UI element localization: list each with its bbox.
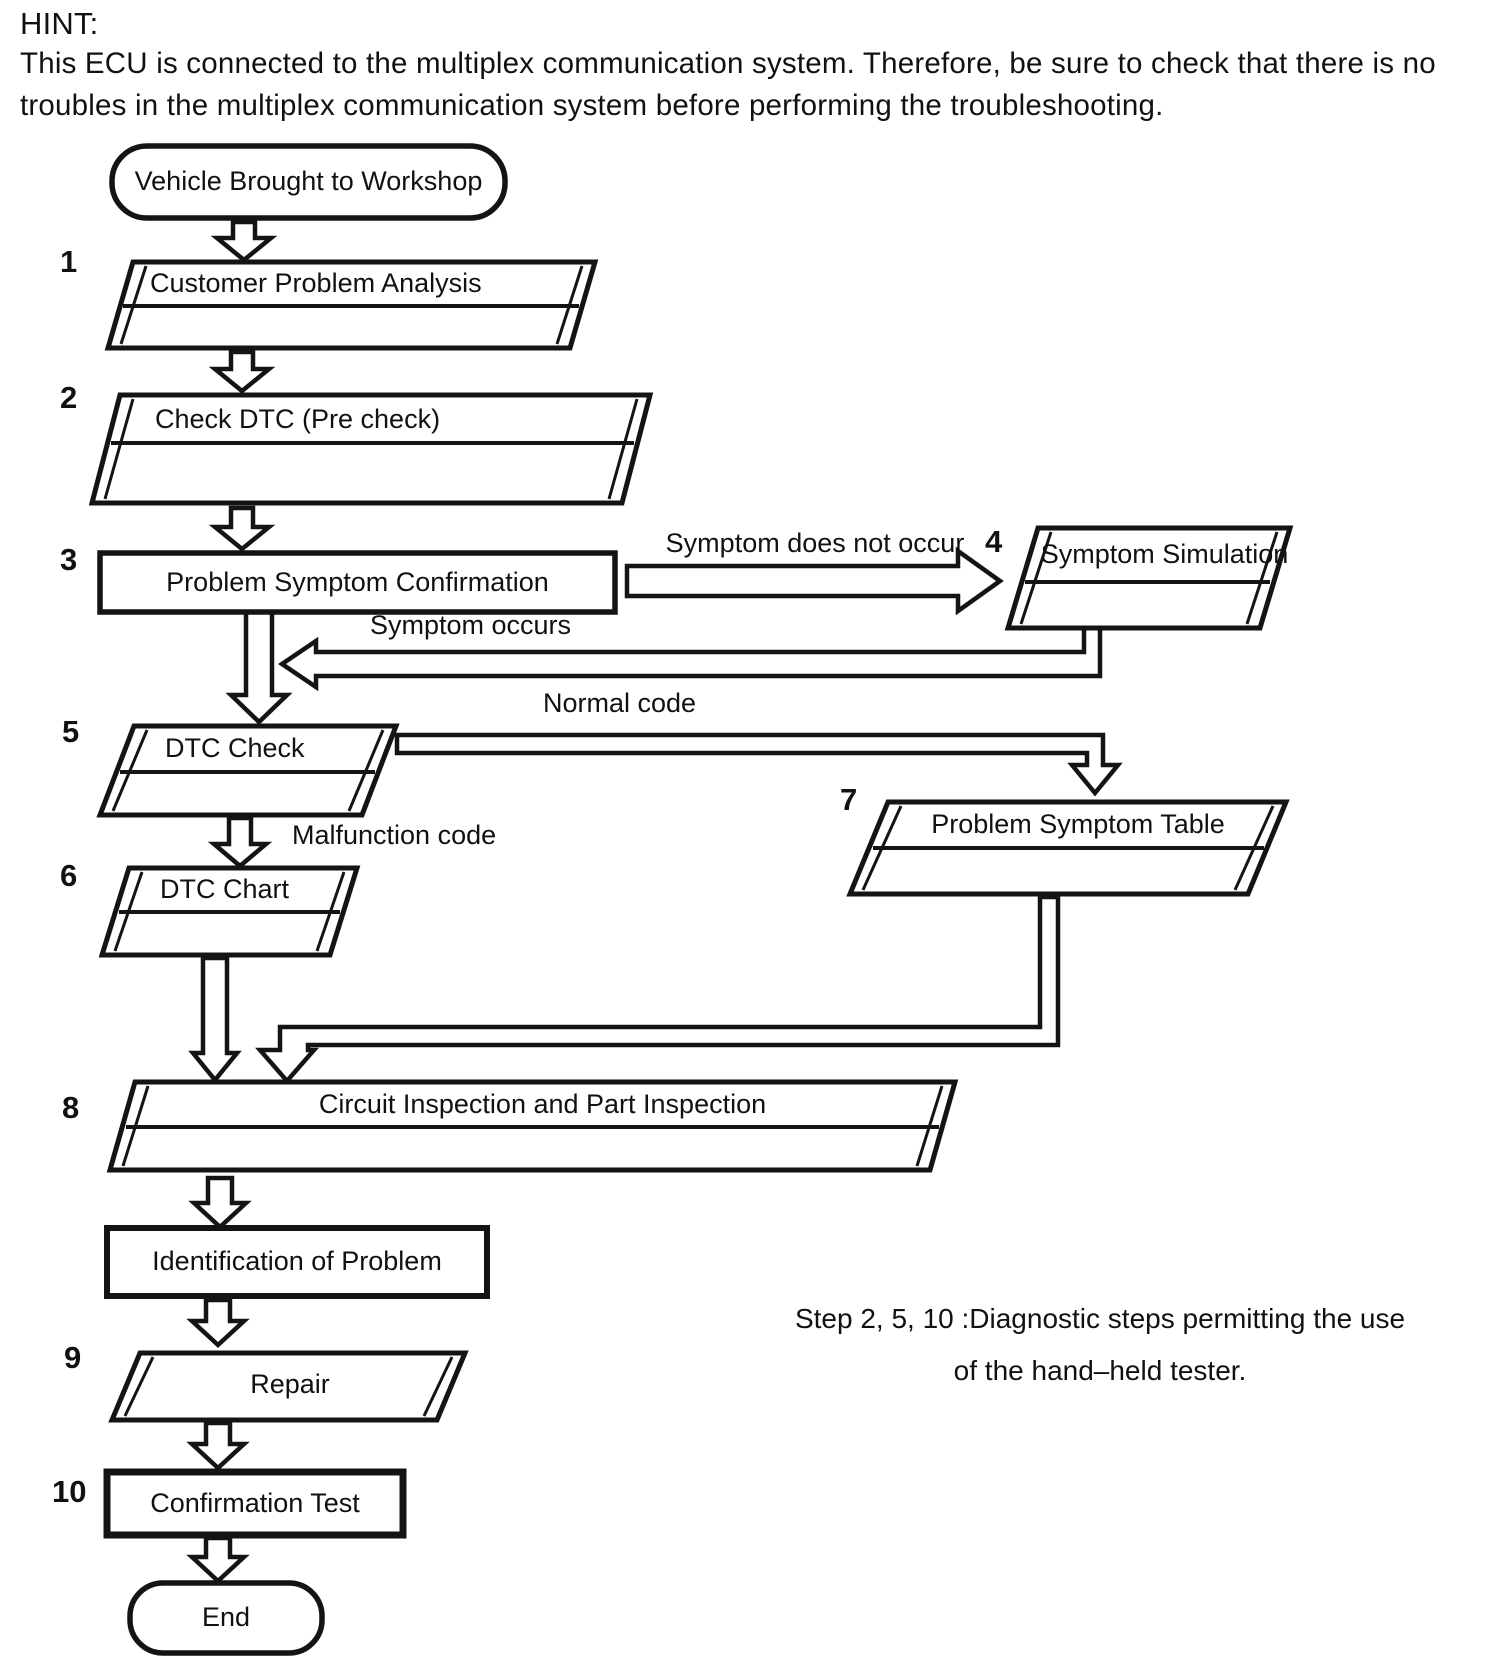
end-terminator-shape <box>127 1580 325 1656</box>
flow-arrow-step5-to-step6-malfunction <box>207 815 273 869</box>
step10-number: 10 <box>52 1474 87 1509</box>
flow-arrow-step9-to-step10 <box>186 1420 250 1472</box>
start-terminator-shape <box>109 143 508 221</box>
step6-label: DTC Chart <box>160 874 290 905</box>
edge-label-symptom-does-not-occur: Symptom does not occur <box>665 528 965 559</box>
edge-label-normal-code: Normal code <box>543 688 697 719</box>
hint-text-line2: troubles in the multiplex communication … <box>20 89 1164 122</box>
flow-arrow-step1-to-step2 <box>208 349 276 394</box>
step3-number: 3 <box>60 542 78 577</box>
step8-parallelogram <box>106 1079 959 1173</box>
flow-arrow-step2-to-step3 <box>208 505 276 552</box>
hint-label: HINT: <box>20 6 99 41</box>
step3-rectangle <box>97 550 618 615</box>
hint-text-line1: This ECU is connected to the multiplex c… <box>20 47 1436 80</box>
step3-label: Problem Symptom Confirmation <box>166 566 549 597</box>
footnote-line1: Step 2, 5, 10 :Diagnostic steps permitti… <box>794 1303 1406 1334</box>
flow-arrow-step6-to-step8 <box>188 955 242 1084</box>
flow-arrow-step10-to-end <box>186 1535 250 1585</box>
step8-label: Circuit Inspection and Part Inspection <box>318 1088 767 1119</box>
step7-label: Problem Symptom Table <box>931 809 1225 840</box>
flow-arrow-step4-return-symptom-occurs <box>277 625 1103 692</box>
flow-arrow-step8-to-identification <box>188 1175 252 1231</box>
identification-label: Identification of Problem <box>152 1246 442 1277</box>
footnote-line2: of the hand–held tester. <box>953 1355 1247 1386</box>
flow-arrow-step5-normal-code-to-step7 <box>394 732 1123 797</box>
flow-arrow-identification-to-step9 <box>186 1297 250 1349</box>
step1-label: Customer Problem Analysis <box>150 268 482 299</box>
step4-parallelogram <box>1004 525 1294 631</box>
step10-label: Confirmation Test <box>150 1487 360 1518</box>
step6-parallelogram <box>98 865 361 958</box>
step4-label: Symptom Simulation <box>1040 539 1289 570</box>
step5-parallelogram <box>96 723 400 818</box>
step9-number: 9 <box>64 1340 82 1375</box>
step2-label: Check DTC (Pre check) <box>155 403 441 434</box>
step9-parallelogram <box>108 1350 469 1423</box>
flow-arrow-step7-to-step8 <box>255 894 1061 1085</box>
step1-parallelogram <box>104 259 599 351</box>
flow-arrow-start-to-step1 <box>210 219 278 263</box>
edge-label-malfunction-code: Malfunction code <box>292 820 497 851</box>
identification-rectangle <box>104 1225 490 1299</box>
step5-label: DTC Check <box>165 733 305 764</box>
step9-label: Repair <box>250 1369 330 1400</box>
flow-arrow-step3-to-step5 <box>225 609 293 726</box>
step7-parallelogram <box>846 799 1290 897</box>
step6-number: 6 <box>60 858 78 893</box>
step5-number: 5 <box>62 714 80 749</box>
step10-rectangle <box>103 1468 407 1539</box>
end-terminator-label: End <box>201 1602 251 1633</box>
edge-label-symptom-occurs: Symptom occurs <box>370 610 572 641</box>
step8-number: 8 <box>62 1090 80 1125</box>
step4-number: 4 <box>985 524 1003 559</box>
step2-parallelogram <box>88 392 654 506</box>
flow-arrow-step3-to-step4 <box>624 546 1004 616</box>
step7-number: 7 <box>840 782 858 817</box>
start-terminator-label: Vehicle Brought to Workshop <box>134 166 483 197</box>
step2-number: 2 <box>60 380 78 415</box>
step1-number: 1 <box>60 244 78 279</box>
